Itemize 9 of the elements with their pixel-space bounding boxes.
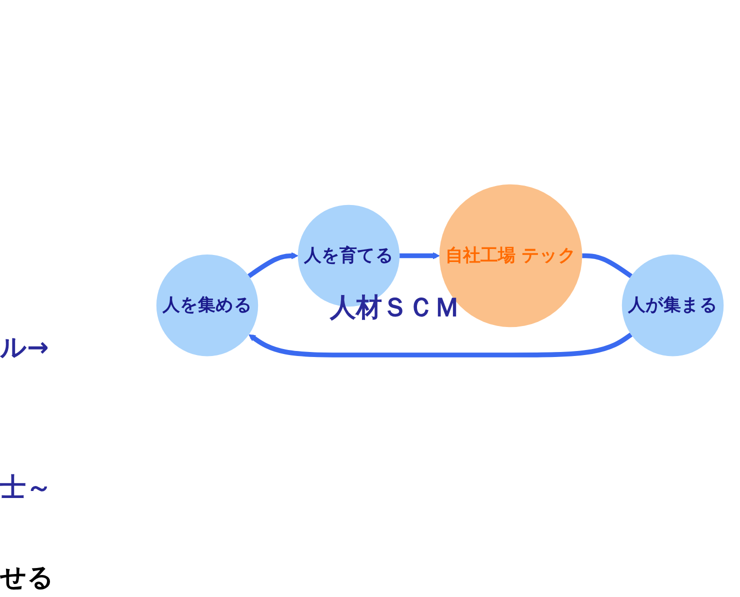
cropped-text: せる (0, 562, 54, 595)
node-circle: 人を集める (156, 254, 258, 356)
cropped-text: 士～ (0, 472, 52, 505)
cropped-text: ル→ (0, 332, 49, 365)
node-circle: 人が集まる (622, 254, 724, 356)
arrow (248, 332, 632, 358)
arrow (400, 252, 440, 259)
connector (582, 253, 632, 278)
arrow (248, 252, 298, 278)
